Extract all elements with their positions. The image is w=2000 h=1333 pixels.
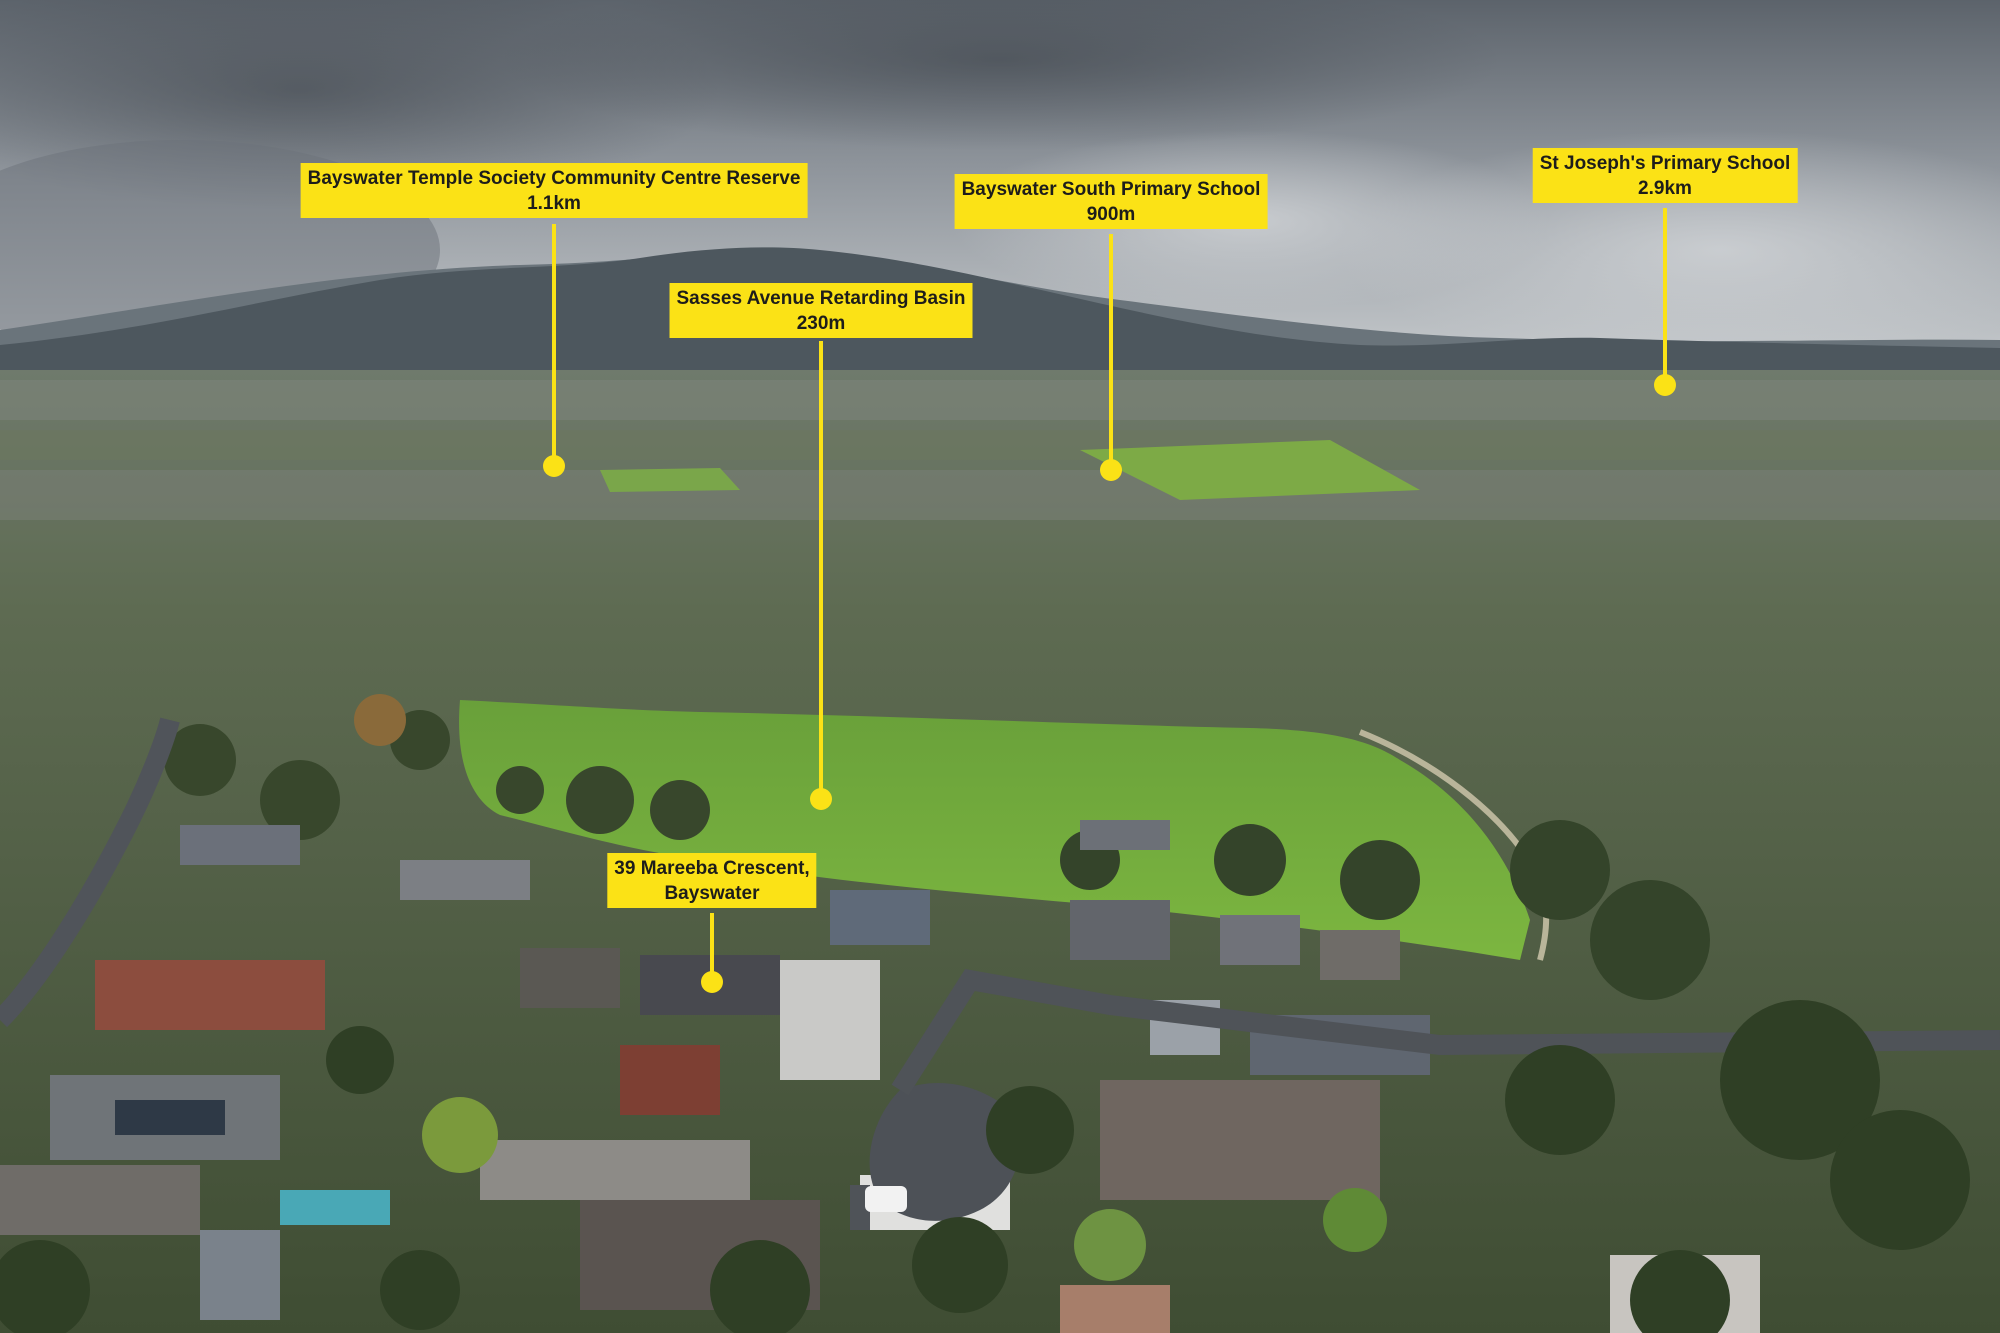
label-distance: 900m	[1086, 204, 1136, 225]
label-temple-reserve: Bayswater Temple Society Community Centr…	[300, 163, 808, 218]
mountain-range	[0, 247, 2000, 410]
label-sasses-retarding-basin: Sasses Avenue Retarding Basin 230m	[669, 283, 973, 338]
label-distance: 1.1km	[527, 193, 581, 214]
distant-suburb	[0, 380, 2000, 520]
marker-pin	[1654, 374, 1676, 396]
cul-de-sac	[869, 1082, 1020, 1221]
marker-pin	[1100, 459, 1122, 481]
tree-row-right	[1060, 820, 1710, 1000]
van	[865, 1186, 907, 1212]
marker-stem	[552, 224, 556, 464]
road-crescent	[850, 968, 2000, 1230]
marker-stem	[819, 341, 823, 797]
marker-stem	[1663, 208, 1667, 384]
houses-foreground	[0, 820, 1760, 1333]
label-title: Bayswater Temple Society Community Centr…	[307, 168, 801, 189]
retarding-basin-oval	[459, 700, 1530, 960]
label-distance: 2.9km	[1638, 178, 1692, 199]
label-title: Sasses Avenue Retarding Basin	[676, 288, 966, 309]
marker-stem	[710, 913, 714, 981]
label-property-address: 39 Mareeba Crescent, Bayswater	[607, 853, 817, 908]
label-suburb: Bayswater	[664, 883, 760, 904]
label-title: St Joseph's Primary School	[1539, 153, 1791, 174]
tree-canopy-left	[164, 694, 710, 840]
marker-pin	[701, 971, 723, 993]
reserve-far	[600, 468, 740, 492]
label-bayswater-south-primary: Bayswater South Primary School 900m	[954, 174, 1268, 229]
marker-stem	[1109, 234, 1113, 468]
label-title: 39 Mareeba Crescent,	[614, 858, 810, 879]
road-left	[0, 717, 180, 1028]
label-title: Bayswater South Primary School	[961, 179, 1261, 200]
cloud	[500, 0, 1500, 150]
label-st-josephs: St Joseph's Primary School 2.9km	[1532, 148, 1798, 203]
marker-pin	[810, 788, 832, 810]
tree-canopy-foreground	[0, 1000, 1970, 1333]
school-oval-far	[1080, 440, 1420, 500]
marker-pin	[543, 455, 565, 477]
label-distance: 230m	[796, 313, 846, 334]
